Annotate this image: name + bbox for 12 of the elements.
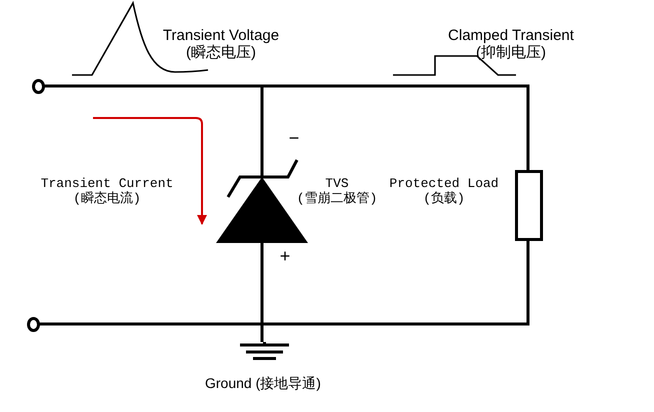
polarity-sign: + <box>278 246 292 267</box>
wire <box>260 241 530 342</box>
component-label: Protected Load (负载) <box>388 177 500 207</box>
ground-symbol <box>240 342 289 360</box>
terminal-circle <box>32 79 45 94</box>
component-label: Ground (接地导通) <box>205 375 322 392</box>
waveform-label: Transient Voltage (瞬态电压) <box>162 27 280 62</box>
component-label: TVS (雪崩二极管) <box>296 177 378 207</box>
terminal-circle <box>27 317 40 332</box>
current-label: Transient Current (瞬态电流) <box>40 177 174 207</box>
polarity-sign: − <box>288 128 300 149</box>
resistor-symbol <box>515 170 543 241</box>
